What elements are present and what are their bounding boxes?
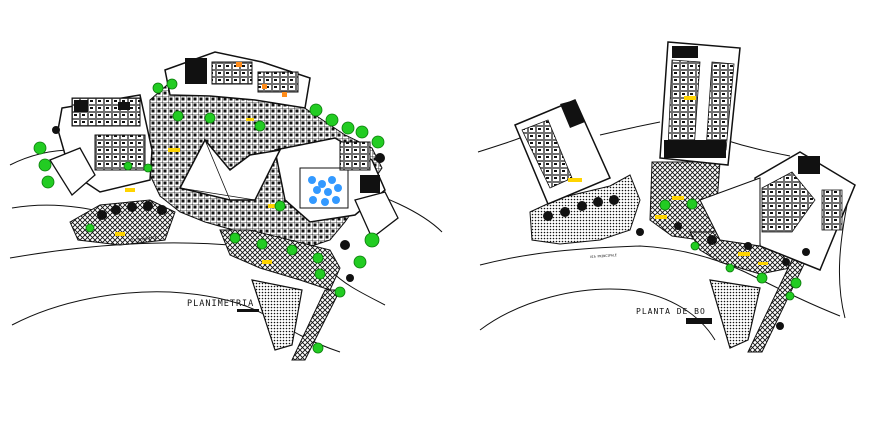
- dotted-garden: [251, 279, 303, 351]
- east-pavilion: [354, 191, 399, 240]
- dark-trees-right: [543, 195, 810, 330]
- title-underline-left: [237, 309, 259, 312]
- right-plan-title: PLANTA DE BO: [636, 307, 706, 316]
- top-building: [164, 51, 311, 109]
- road-strip-right: [747, 259, 807, 353]
- center-tower: [659, 41, 741, 166]
- right-road-label: VIA PRINCIPALE: [590, 253, 617, 259]
- west-pavilion: [49, 147, 96, 196]
- yellow-markers: [115, 118, 278, 264]
- left-road-label: VIA PRINCIPALE: [130, 235, 157, 243]
- west-tower: [514, 99, 611, 205]
- pool: [308, 176, 342, 206]
- parking-area: [69, 199, 176, 246]
- yellow-markers-right: [655, 196, 768, 265]
- trees-left: [33, 78, 385, 354]
- trees-right: [659, 198, 802, 301]
- central-roof: [178, 138, 282, 201]
- dotted-garden-right: [709, 279, 761, 349]
- left-plan: PLANIMETRIA VIA PRINCIPALE: [9, 51, 443, 361]
- right-plan: PLANTA DE BO VIA PRINCIPALE: [477, 41, 856, 353]
- tower-podium: [699, 177, 761, 247]
- title-underline-right: [686, 318, 712, 324]
- dark-trees-left: [52, 126, 385, 282]
- east-tower: [732, 151, 856, 271]
- lower-parking: [219, 229, 341, 291]
- left-plan-title: PLANIMETRIA: [187, 299, 254, 309]
